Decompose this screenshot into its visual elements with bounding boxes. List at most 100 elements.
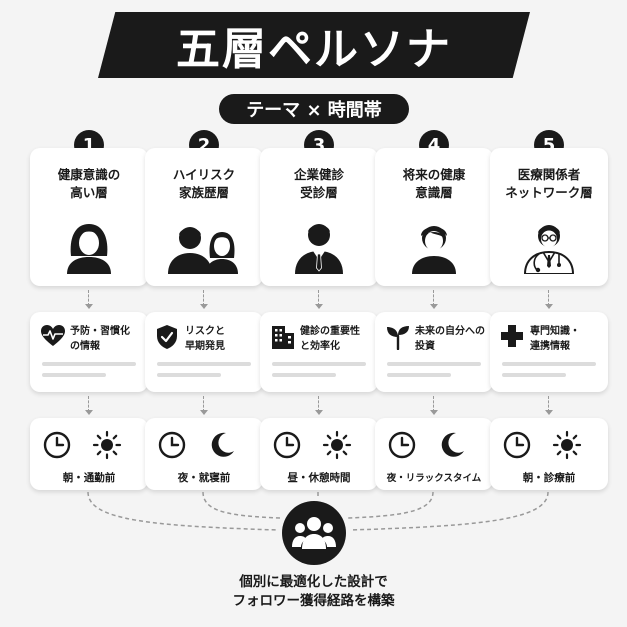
placeholder-bar — [272, 373, 336, 377]
family-icon — [168, 227, 238, 274]
persona-column-1: 1 健康意識の 高い層 予防・習慣化 の情報 朝・通勤前 — [30, 0, 148, 627]
time-card: 夜・就寝前 — [145, 418, 263, 490]
theme-label-line: 未来の自分への — [415, 326, 485, 337]
theme-label-line: 早期発見 — [185, 341, 225, 352]
persona-column-2: 2 ハイリスク 家族歴層 リスクと 早期発見 — [145, 0, 263, 627]
persona-title-line: 医療関係者 — [517, 167, 581, 182]
persona-title-line: 高い層 — [70, 185, 108, 200]
arrow-head — [315, 304, 323, 309]
theme-card: 健診の重要性 と効率化 — [260, 312, 378, 392]
persona-title: 医療関係者 ネットワーク層 — [490, 166, 608, 202]
group-icon — [292, 517, 336, 549]
arrow-head — [200, 410, 208, 415]
placeholder-bar — [157, 362, 251, 366]
persona-card: ハイリスク 家族歴層 — [145, 148, 263, 286]
theme-label: 予防・習慣化 の情報 — [70, 324, 130, 354]
arrow-head — [545, 410, 553, 415]
placeholder-bar — [502, 373, 566, 377]
persona-title-line: ハイリスク — [172, 167, 236, 182]
arrow-head — [85, 410, 93, 415]
persona-title: 企業健診 受診層 — [260, 166, 378, 202]
connector-line-2 — [202, 491, 281, 519]
persona-title: 健康意識の 高い層 — [30, 166, 148, 202]
subtitle-pill: テーマ × 時間帯 — [219, 94, 409, 124]
time-card: 夜・リラックスタイム — [375, 418, 493, 490]
young-man-icon — [412, 226, 456, 274]
time-card: 朝・診療前 — [490, 418, 608, 490]
woman-icon — [67, 224, 111, 274]
placeholder-bar — [502, 362, 596, 366]
persona-title-line: 意識層 — [415, 185, 453, 200]
theme-label-line: と効率化 — [300, 341, 340, 352]
connector-arrow — [88, 396, 89, 412]
connector-line-4 — [347, 491, 434, 519]
theme-card: リスクと 早期発見 — [145, 312, 263, 392]
time-card: 昼・休憩時間 — [260, 418, 378, 490]
arrow-head — [200, 304, 208, 309]
persona-title-line: ネットワーク層 — [505, 185, 593, 200]
persona-title-line: 家族歴層 — [178, 185, 229, 200]
arrow-head — [430, 410, 438, 415]
theme-label: 専門知識・ 連携情報 — [530, 324, 580, 354]
persona-title-line: 将来の健康 — [402, 167, 466, 182]
persona-card: 健康意識の 高い層 — [30, 148, 148, 286]
persona-title-line: 受診層 — [300, 185, 338, 200]
time-label: 昼・休憩時間 — [287, 472, 351, 484]
persona-title-line: 健康意識の — [57, 167, 121, 182]
persona-column-3: 3 企業健診 受診層 健診の重要性 と効率化 — [260, 0, 378, 627]
medical-cross-icon — [501, 325, 523, 347]
theme-label: 未来の自分への 投資 — [415, 324, 485, 354]
theme-label: リスクと 早期発見 — [185, 324, 225, 354]
persona-column-5: 5 医療関係者 ネットワーク層 専門知識・ 連携情報 — [490, 0, 608, 627]
page-title: 五層ペルソナ — [176, 24, 452, 75]
connector-arrow — [433, 290, 434, 306]
connector-line-5 — [349, 491, 549, 531]
placeholder-bar — [157, 373, 221, 377]
theme-card: 未来の自分への 投資 — [375, 312, 493, 392]
persona-card: 医療関係者 ネットワーク層 — [490, 148, 608, 286]
connector-line-1 — [87, 491, 279, 531]
connector-arrow — [203, 290, 204, 306]
theme-label-line: 専門知識・ — [530, 326, 580, 337]
page-subtitle: テーマ × 時間帯 — [246, 100, 382, 121]
time-card: 朝・通勤前 — [30, 418, 148, 490]
theme-label-line: 連携情報 — [530, 341, 570, 352]
persona-title: ハイリスク 家族歴層 — [145, 166, 263, 202]
businessman-icon — [295, 224, 343, 274]
persona-card: 企業健診 受診層 — [260, 148, 378, 286]
footer-caption: 個別に最適化した設計で フォロワー獲得経路を構築 — [0, 573, 627, 611]
theme-label: 健診の重要性 と効率化 — [300, 324, 360, 354]
time-label: 朝・診療前 — [522, 472, 576, 484]
placeholder-bar — [387, 373, 451, 377]
placeholder-bar — [42, 373, 106, 377]
arrow-head — [545, 304, 553, 309]
connector-arrow — [203, 396, 204, 412]
time-label: 夜・リラックスタイム — [386, 473, 482, 484]
arrow-head — [85, 304, 93, 309]
footer-line: フォロワー獲得経路を構築 — [232, 593, 395, 609]
persona-title-line: 企業健診 — [293, 167, 344, 182]
placeholder-bar — [42, 362, 136, 366]
placeholder-bar — [272, 362, 366, 366]
persona-card: 将来の健康 意識層 — [375, 148, 493, 286]
heart-pulse-icon — [41, 325, 65, 346]
theme-card: 予防・習慣化 の情報 — [30, 312, 148, 392]
doctor-icon — [523, 225, 575, 274]
connector-arrow — [318, 290, 319, 306]
theme-label-line: 予防・習慣化 — [70, 326, 130, 337]
title-banner: 五層ペルソナ — [98, 12, 530, 78]
placeholder-bar — [387, 362, 481, 366]
persona-column-4: 4 将来の健康 意識層 未来の自分への 投資 夜・リラック — [375, 0, 493, 627]
time-label: 朝・通勤前 — [62, 472, 116, 484]
building-icon — [272, 326, 294, 349]
theme-label-line: 投資 — [415, 341, 435, 352]
connector-arrow — [433, 396, 434, 412]
audience-hub — [282, 501, 346, 565]
shield-check-icon — [157, 325, 177, 349]
persona-title: 将来の健康 意識層 — [375, 166, 493, 202]
theme-label-line: リスクと — [185, 326, 225, 337]
arrow-head — [315, 410, 323, 415]
footer-line: 個別に最適化した設計で — [239, 574, 388, 590]
connector-arrow — [548, 290, 549, 306]
